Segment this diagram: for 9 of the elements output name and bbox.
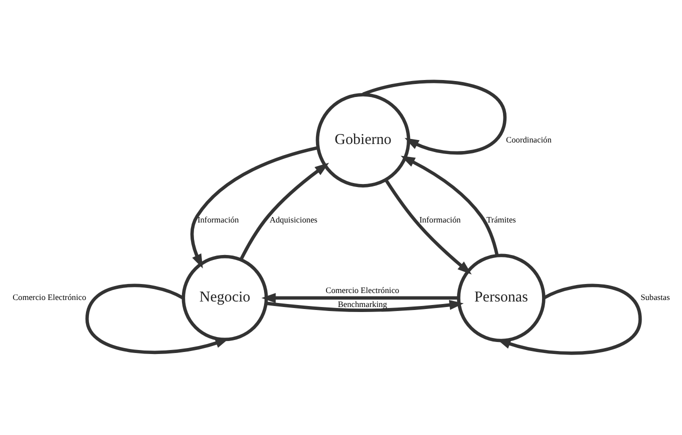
edge-label: Información <box>197 216 239 225</box>
edge-label: Benchmarking <box>338 300 388 310</box>
edge-label: Información <box>419 216 461 225</box>
edge-label: Comercio Electrónico <box>12 293 86 302</box>
edge-label: Trámites <box>486 216 516 225</box>
edge-label: Adquisiciones <box>270 216 318 225</box>
edge-label: Subastas <box>640 293 670 302</box>
edge-label: Coordinación <box>506 135 552 144</box>
edge-label: Comercio Electrónico <box>326 286 400 295</box>
